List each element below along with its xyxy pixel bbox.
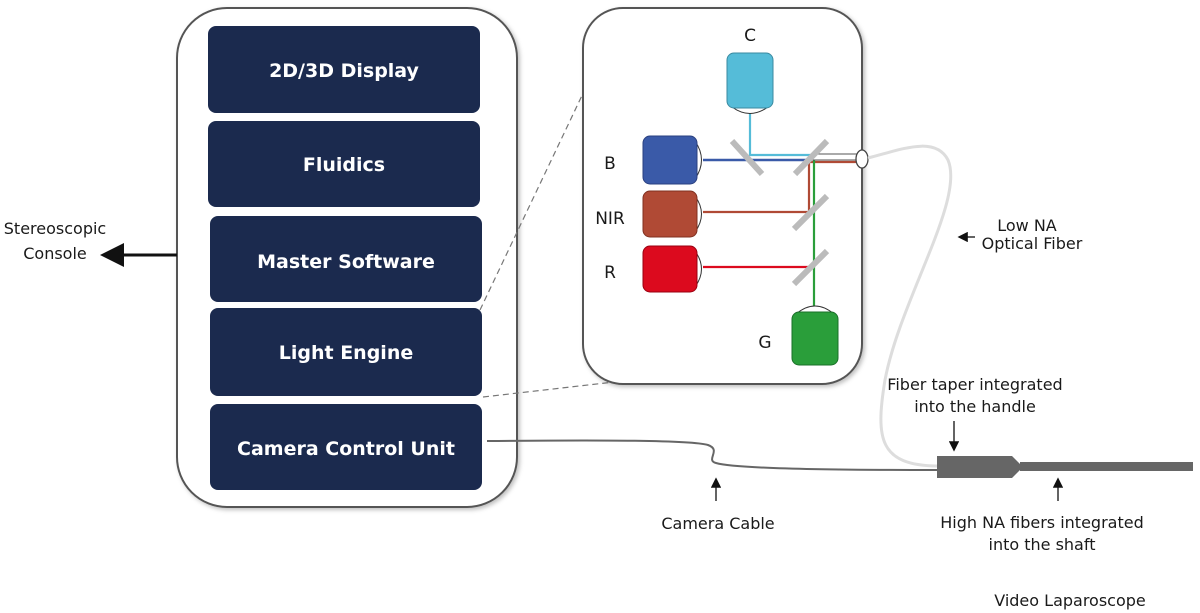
low-na-label-line2: Optical Fiber xyxy=(982,234,1083,253)
mirror-icon xyxy=(791,193,830,232)
block-camera-control-unit: Camera Control Unit xyxy=(210,404,482,490)
dichroic-mirrors xyxy=(729,138,830,287)
block-label: Master Software xyxy=(257,251,435,273)
block-2d3d-display: 2D/3D Display xyxy=(208,26,480,113)
high-na-label-line2: into the shaft xyxy=(989,535,1096,554)
zoom-line-bottom xyxy=(482,381,615,398)
console-label-line2: Console xyxy=(23,244,87,263)
camera-cable xyxy=(486,439,938,471)
fiber-coupler-icon xyxy=(855,149,869,169)
block-light-engine: Light Engine xyxy=(210,308,482,396)
source-nir: NIR xyxy=(595,190,702,238)
source-g: G xyxy=(758,305,839,366)
taper-label-line2: into the handle xyxy=(914,397,1036,416)
block-label: Fluidics xyxy=(303,154,385,176)
nir-beam xyxy=(703,160,857,214)
light-engine-detail: C B NIR R G xyxy=(582,7,869,385)
source-r: R xyxy=(604,245,702,293)
mirror-icon xyxy=(729,138,765,177)
source-label: R xyxy=(604,263,616,283)
high-na-label-line1: High NA fibers integrated xyxy=(940,513,1143,532)
block-label: Light Engine xyxy=(279,342,413,364)
source-c: C xyxy=(726,26,774,114)
block-label: Camera Control Unit xyxy=(237,438,455,460)
handle xyxy=(937,456,1020,478)
source-label: B xyxy=(604,154,616,174)
mirror-icon xyxy=(792,138,830,177)
stereoscopic-console: 2D/3D Display Fluidics Master Software L… xyxy=(176,7,518,508)
cyan-beam xyxy=(748,113,812,157)
mirror-icon xyxy=(791,248,830,287)
source-b: B xyxy=(604,135,702,185)
camera-cable-label: Camera Cable xyxy=(661,514,774,533)
source-label: G xyxy=(758,333,771,353)
console-label-line1: Stereoscopic xyxy=(4,219,106,238)
shaft xyxy=(1020,462,1193,471)
source-label: C xyxy=(744,26,756,46)
source-label: NIR xyxy=(595,209,625,229)
block-master-software: Master Software xyxy=(210,216,482,302)
low-na-optical-fiber xyxy=(867,144,953,468)
taper-label-line1: Fiber taper integrated xyxy=(887,375,1062,394)
video-laparoscope xyxy=(937,456,1193,478)
block-fluidics: Fluidics xyxy=(208,121,480,207)
block-label: 2D/3D Display xyxy=(269,60,419,82)
laparoscope-label: Video Laparoscope xyxy=(994,591,1146,610)
low-na-label-line1: Low NA xyxy=(997,216,1057,235)
combined-beam xyxy=(811,153,859,161)
